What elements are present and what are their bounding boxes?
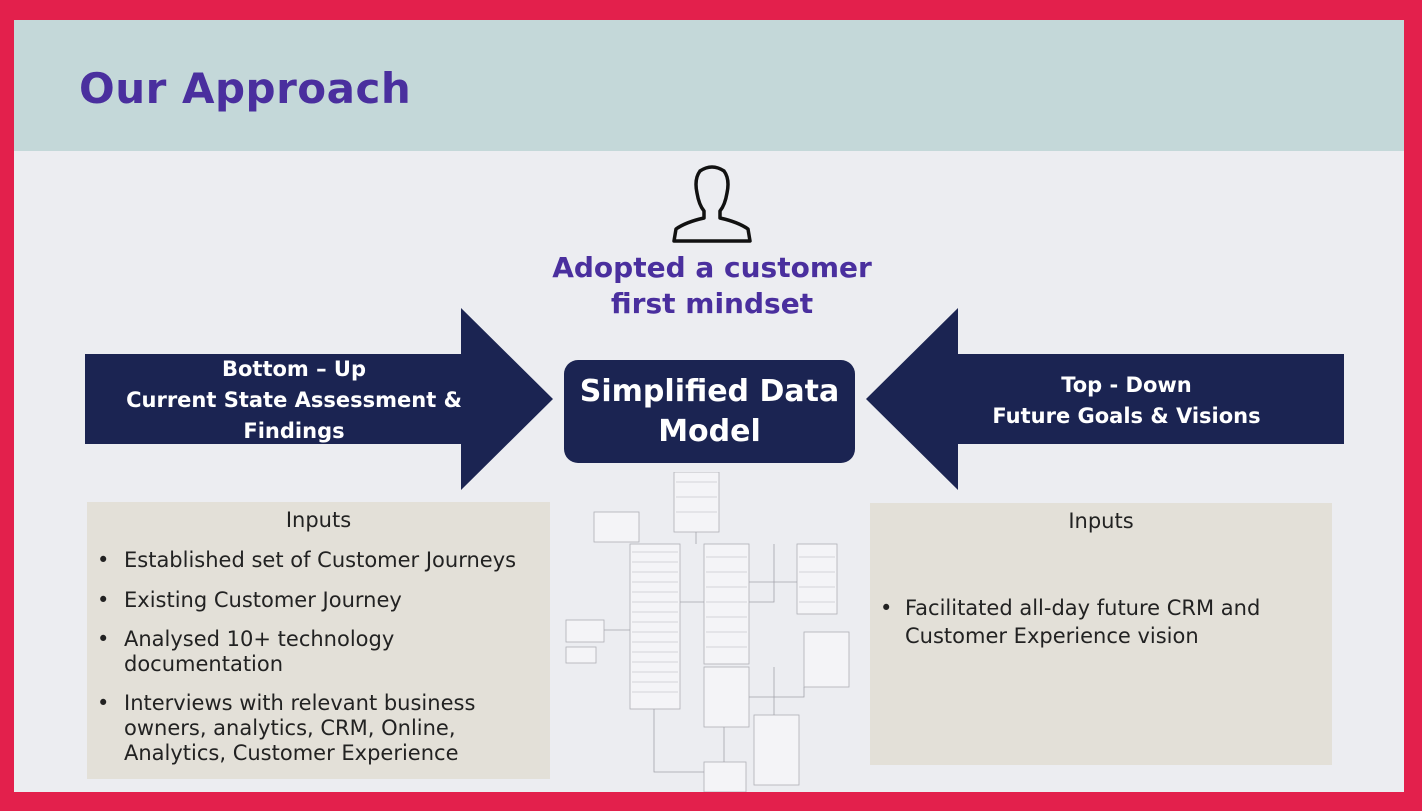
slide: Our Approach Adopted a customer first mi… xyxy=(14,20,1404,792)
list-item: • Established set of Customer Journeys xyxy=(87,548,550,573)
bullet-icon: • xyxy=(880,596,893,620)
simplified-data-model-box: Simplified Data Model xyxy=(564,360,855,463)
top-down-line-1: Top - Down xyxy=(1061,373,1192,397)
right-inputs-list: • Facilitated all-day future CRM and Cus… xyxy=(870,594,1332,650)
right-inputs-panel: Inputs • Facilitated all-day future CRM … xyxy=(870,503,1332,765)
header-band xyxy=(14,20,1404,151)
tagline-line-2: first mindset xyxy=(610,287,814,320)
left-inputs-list: • Established set of Customer Journeys •… xyxy=(87,548,550,766)
list-item-text: Analysed 10+ technology documentation xyxy=(124,627,395,676)
slide-title: Our Approach xyxy=(79,64,412,113)
bullet-icon: • xyxy=(97,627,110,651)
data-model-diagram xyxy=(565,472,850,792)
list-item: • Existing Customer Journey xyxy=(87,588,550,613)
bullet-icon: • xyxy=(97,691,110,715)
top-down-label: Top - Down Future Goals & Visions xyxy=(969,370,1284,432)
list-item-text: Existing Customer Journey xyxy=(124,588,402,612)
top-down-line-2: Future Goals & Visions xyxy=(992,404,1261,428)
left-inputs-panel: Inputs • Established set of Customer Jou… xyxy=(87,502,550,779)
bullet-icon: • xyxy=(97,548,110,572)
bullet-icon: • xyxy=(97,588,110,612)
list-item: • Facilitated all-day future CRM and Cus… xyxy=(870,594,1285,650)
center-line-1: Simplified Data xyxy=(579,373,840,409)
right-inputs-heading: Inputs xyxy=(1068,509,1134,533)
bottom-up-line-1: Bottom – Up xyxy=(221,357,367,381)
left-inputs-heading: Inputs xyxy=(285,508,352,532)
bottom-up-label: Bottom – Up Current State Assessment & F… xyxy=(124,354,464,447)
list-item: • Interviews with relevant business owne… xyxy=(87,691,524,766)
top-down-arrow xyxy=(866,308,1344,490)
person-icon xyxy=(672,165,752,243)
list-item-text: Established set of Customer Journeys xyxy=(124,548,517,572)
list-item: • Analysed 10+ technology documentation xyxy=(87,627,424,677)
tagline-line-1: Adopted a customer xyxy=(552,251,872,284)
bottom-up-arrow xyxy=(85,308,553,490)
bottom-up-line-3: Findings xyxy=(243,419,345,443)
tagline: Adopted a customer first mindset xyxy=(484,250,940,322)
bottom-up-line-2: Current State Assessment & xyxy=(126,388,462,412)
list-item-text: Interviews with relevant business owners… xyxy=(124,691,476,765)
center-line-2: Model xyxy=(658,413,761,449)
list-item-text: Facilitated all-day future CRM and Custo… xyxy=(905,596,1261,648)
